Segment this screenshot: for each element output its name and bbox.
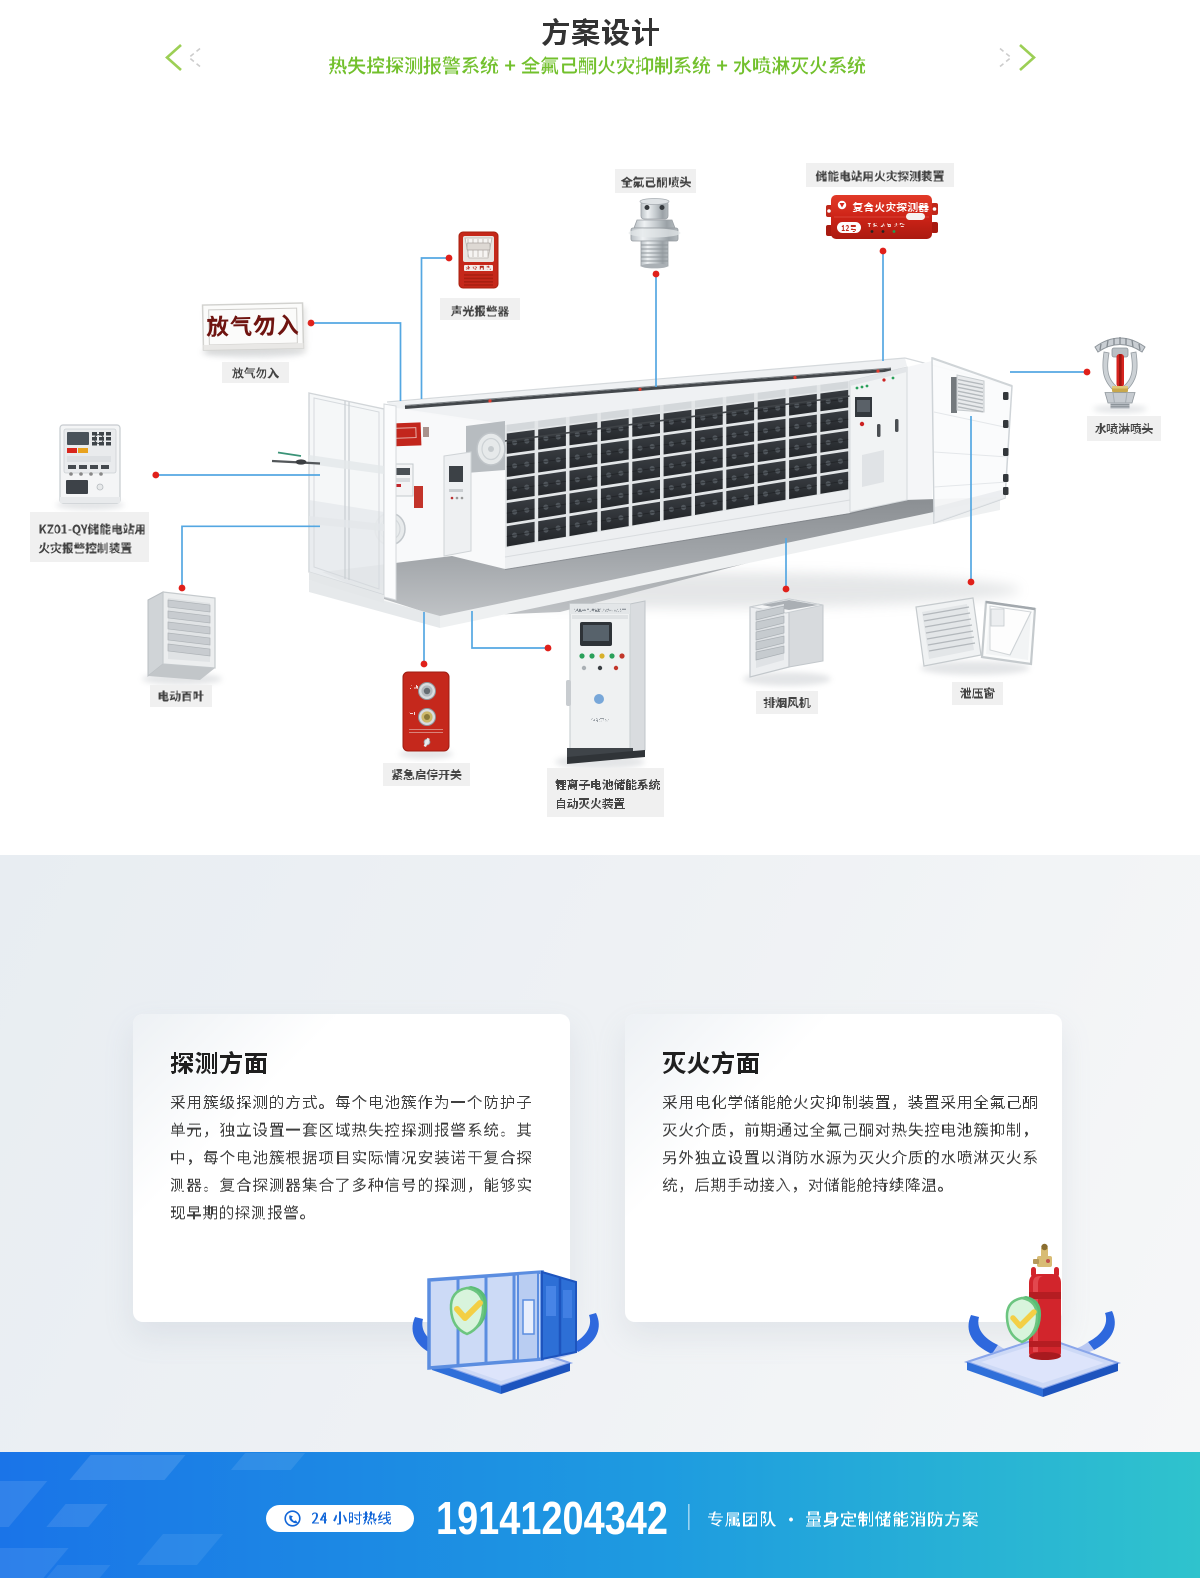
svg-text:19141204342: 19141204342 xyxy=(436,1492,668,1544)
